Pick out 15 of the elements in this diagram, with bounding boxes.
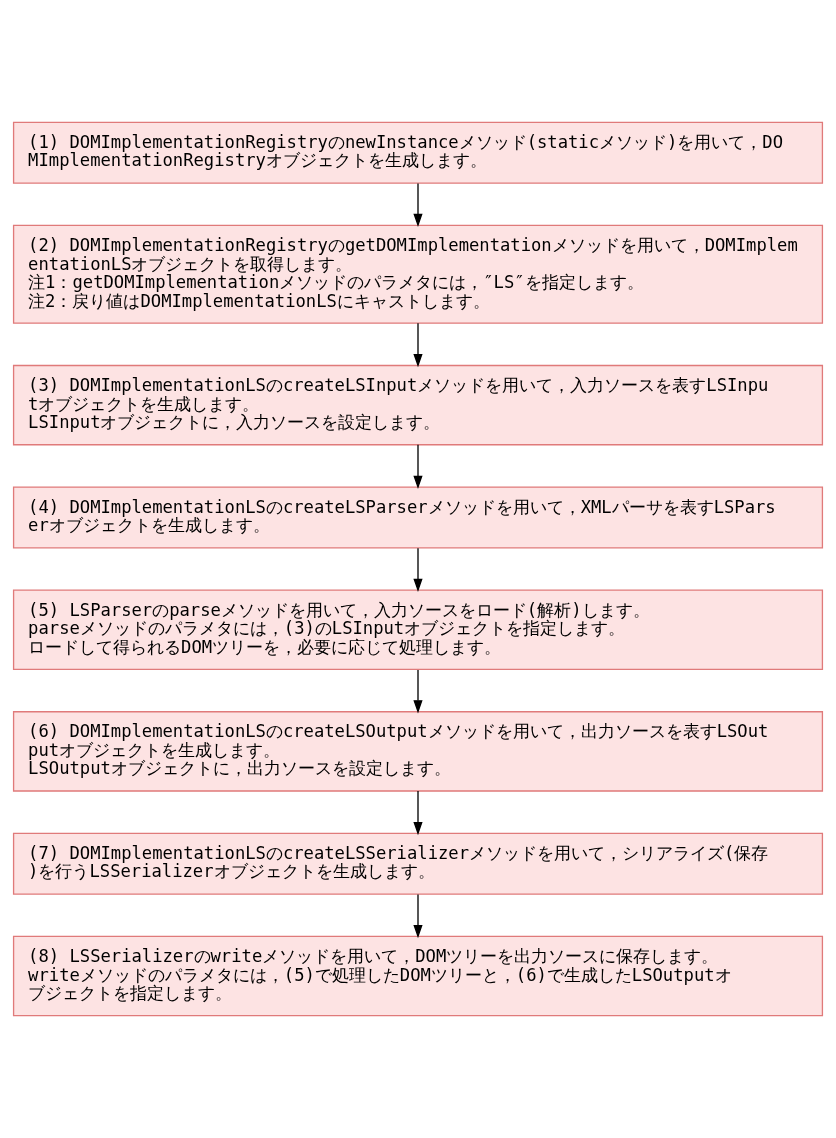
node-box: (1) DOMImplementationRegistryのnewInstanceメソッド(staticメソッド)を用いて，DOMImplementationRegistryオブジェクトを生成します。 [12, 121, 824, 184]
node-box: (8) LSSerializerのwriteメソッドを用いて，DOMツリーを出力ソースに保存します。 writeメソッドのパラメタには，(5)で処理したDOMツリーと，(6)で生成したLSOutputオブジェクトを指定します。 [12, 935, 824, 1017]
arrow [413, 444, 423, 489]
arrow [413, 790, 423, 836]
node-box: (4) DOMImplementationLSのcreateLSParserメソッドを用いて，XMLパーサを表すLSParserオブジェクトを生成します。 [12, 486, 824, 549]
node-box: (5) LSParserのparseメソッドを用いて，入力ソースをロード(解析)します。 parseメソッドのパラメタには，(3)のLSInputオブジェクトを指定します。 ロードして得られるDOMツリーを，必要に応じて処理します。 [12, 589, 824, 671]
node-box: (3) DOMImplementationLSのcreateLSInputメソッドを用いて，入力ソースを表すLSInputオブジェクトを生成します。 LSInputオブジェクトに，入力ソースを設定します。 [12, 364, 824, 446]
node-box: (6) DOMImplementationLSのcreateLSOutputメソッドを用いて，出力ソースを表すLSOutputオブジェクトを生成します。 LSOutputオブジェクトに，出力ソースを設定します。 [12, 711, 824, 792]
node-box: (7) DOMImplementationLSのcreateLSSerializerメソッドを用いて，シリアライズ(保存)を行うLSSerializerオブジェクトを生成します。 [12, 832, 824, 895]
node-box: (2) DOMImplementationRegistryのgetDOMImplementationメソッドを用いて，DOMImplementationLSオブジェクトを取得します。 注1：getDOMImplementationメソッドのパラメタには，″LS″を指定します。 注2：戻り値はDOMImplementationLSにキャストします。 [12, 224, 824, 324]
arrow [413, 322, 423, 368]
arrow [413, 547, 423, 592]
arrow [413, 669, 423, 714]
arrow [413, 182, 423, 227]
arrow [413, 893, 423, 939]
